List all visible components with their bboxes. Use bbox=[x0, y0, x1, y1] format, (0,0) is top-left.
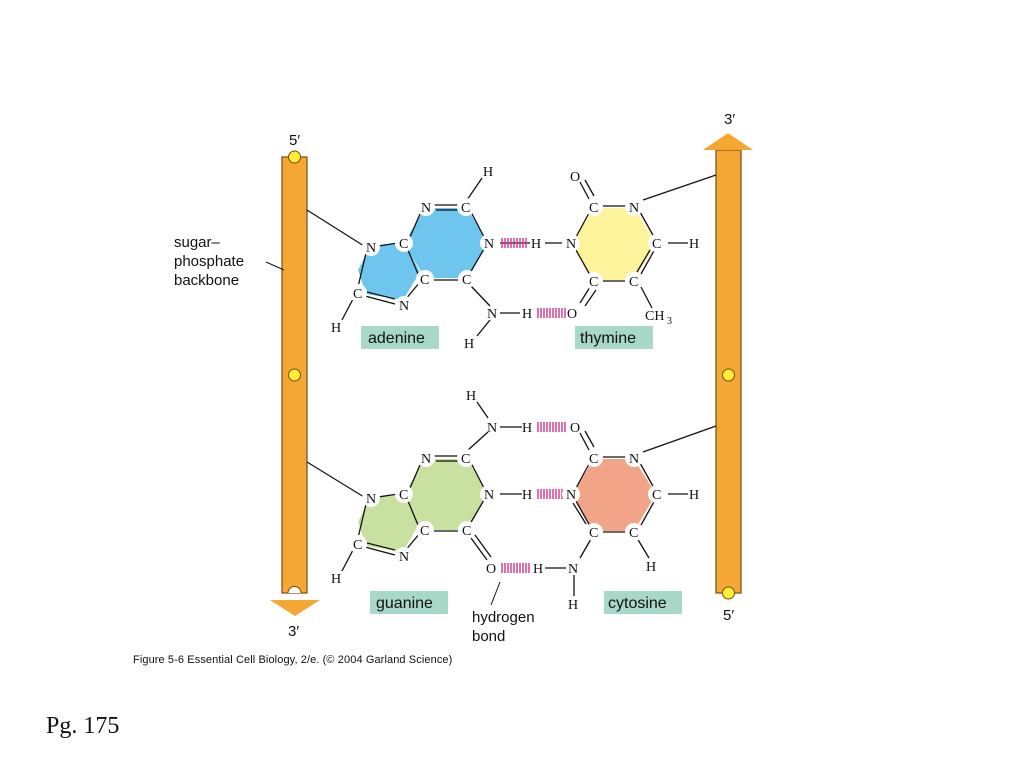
svg-text:phosphate: phosphate bbox=[174, 253, 244, 270]
svg-text:3: 3 bbox=[667, 316, 672, 327]
figure-caption: Figure 5-6 Essential Cell Biology, 2/e. … bbox=[133, 654, 453, 666]
phosphate-right-bottom bbox=[722, 586, 735, 600]
svg-text:C: C bbox=[589, 526, 598, 541]
right-top-end-label: 3′ bbox=[724, 111, 735, 128]
svg-text:hydrogen: hydrogen bbox=[472, 609, 535, 626]
svg-text:N: N bbox=[487, 307, 497, 322]
adenine-molecule: N C N C C C N C N H H N H H H adenine bbox=[331, 165, 541, 352]
svg-text:N: N bbox=[399, 299, 409, 314]
thymine-label-bg bbox=[575, 326, 653, 349]
left-bottom-end-label: 3′ bbox=[288, 623, 299, 640]
svg-text:C: C bbox=[652, 237, 661, 252]
hydrogen-bonds-gc bbox=[501, 422, 566, 573]
svg-text:H: H bbox=[568, 598, 578, 613]
svg-text:N: N bbox=[399, 550, 409, 565]
svg-text:N: N bbox=[484, 488, 494, 503]
guanine-molecule: N C N C C C N C N H N H H H O guanine bbox=[331, 389, 532, 614]
page-number: Pg. 175 bbox=[46, 713, 120, 739]
svg-text:C: C bbox=[589, 275, 598, 290]
svg-text:C: C bbox=[462, 524, 471, 539]
svg-text:N: N bbox=[484, 237, 494, 252]
right-backbone: 3′ 5′ bbox=[703, 111, 753, 624]
svg-text:H: H bbox=[646, 560, 656, 575]
svg-text:N: N bbox=[421, 201, 431, 216]
left-strand-arrow bbox=[270, 600, 320, 616]
svg-text:N: N bbox=[366, 492, 376, 507]
svg-text:H: H bbox=[331, 321, 341, 336]
svg-text:C: C bbox=[589, 201, 598, 216]
adenine-sugar-bond bbox=[306, 209, 365, 247]
svg-text:H: H bbox=[464, 337, 474, 352]
cytosine-label: cytosine bbox=[608, 595, 667, 612]
svg-text:C: C bbox=[629, 526, 638, 541]
right-bottom-end-label: 5′ bbox=[723, 607, 734, 624]
svg-text:N: N bbox=[566, 237, 576, 252]
svg-text:H: H bbox=[522, 488, 532, 503]
svg-text:C: C bbox=[420, 273, 429, 288]
cytosine-sugar-bond bbox=[642, 425, 717, 453]
adenine-label: adenine bbox=[368, 330, 425, 347]
guanine-sugar-bond bbox=[306, 461, 365, 498]
svg-text:H: H bbox=[522, 421, 532, 436]
svg-text:H: H bbox=[522, 307, 532, 322]
thymine-label: thymine bbox=[580, 330, 636, 347]
hydrogen-bonds-at bbox=[501, 238, 566, 318]
svg-text:H: H bbox=[533, 562, 543, 577]
svg-text:O: O bbox=[570, 170, 580, 185]
svg-text:O: O bbox=[567, 307, 577, 322]
svg-text:sugar–: sugar– bbox=[174, 234, 221, 251]
svg-text:C: C bbox=[652, 488, 661, 503]
svg-text:N: N bbox=[568, 562, 578, 577]
left-backbone: 5′ 3′ bbox=[270, 132, 320, 640]
svg-text:C: C bbox=[353, 287, 362, 302]
svg-text:CH: CH bbox=[645, 309, 664, 324]
svg-text:bond: bond bbox=[472, 628, 505, 645]
phosphate-left-mid bbox=[288, 368, 301, 382]
svg-text:C: C bbox=[589, 452, 598, 467]
svg-text:H: H bbox=[689, 237, 699, 252]
thymine-sugar-bond bbox=[642, 174, 717, 201]
svg-text:backbone: backbone bbox=[174, 272, 239, 289]
svg-text:C: C bbox=[399, 237, 408, 252]
backbone-label: sugar– phosphate backbone bbox=[174, 234, 285, 289]
svg-text:H: H bbox=[483, 165, 493, 180]
guanine-label: guanine bbox=[376, 595, 433, 612]
phosphate-left-top bbox=[288, 150, 301, 164]
cytosine-label-bg bbox=[604, 591, 682, 614]
svg-text:C: C bbox=[462, 273, 471, 288]
hydrogen-bond-label: hydrogen bond bbox=[472, 581, 535, 645]
svg-text:C: C bbox=[420, 524, 429, 539]
svg-text:N: N bbox=[487, 421, 497, 436]
svg-text:O: O bbox=[570, 421, 580, 436]
svg-text:N: N bbox=[421, 452, 431, 467]
thymine-molecule: C N C C C N O H CH 3 O thymine bbox=[545, 170, 699, 349]
svg-text:C: C bbox=[629, 275, 638, 290]
svg-text:O: O bbox=[486, 562, 496, 577]
svg-text:N: N bbox=[366, 241, 376, 256]
svg-text:H: H bbox=[466, 389, 476, 404]
svg-text:C: C bbox=[353, 538, 362, 553]
left-top-end-label: 5′ bbox=[289, 132, 300, 149]
svg-text:C: C bbox=[461, 201, 470, 216]
cytosine-molecule: C N C C C N O H H N H H cytosine bbox=[533, 421, 699, 614]
svg-text:C: C bbox=[399, 488, 408, 503]
svg-text:H: H bbox=[331, 572, 341, 587]
svg-text:N: N bbox=[629, 452, 639, 467]
guanine-label-bg bbox=[370, 591, 448, 614]
svg-text:H: H bbox=[531, 237, 541, 252]
svg-text:C: C bbox=[461, 452, 470, 467]
svg-text:N: N bbox=[629, 201, 639, 216]
right-strand-arrow bbox=[703, 133, 753, 150]
svg-text:N: N bbox=[566, 488, 576, 503]
adenine-label-bg bbox=[361, 326, 439, 349]
svg-text:H: H bbox=[689, 488, 699, 503]
phosphate-right-mid bbox=[722, 368, 735, 382]
